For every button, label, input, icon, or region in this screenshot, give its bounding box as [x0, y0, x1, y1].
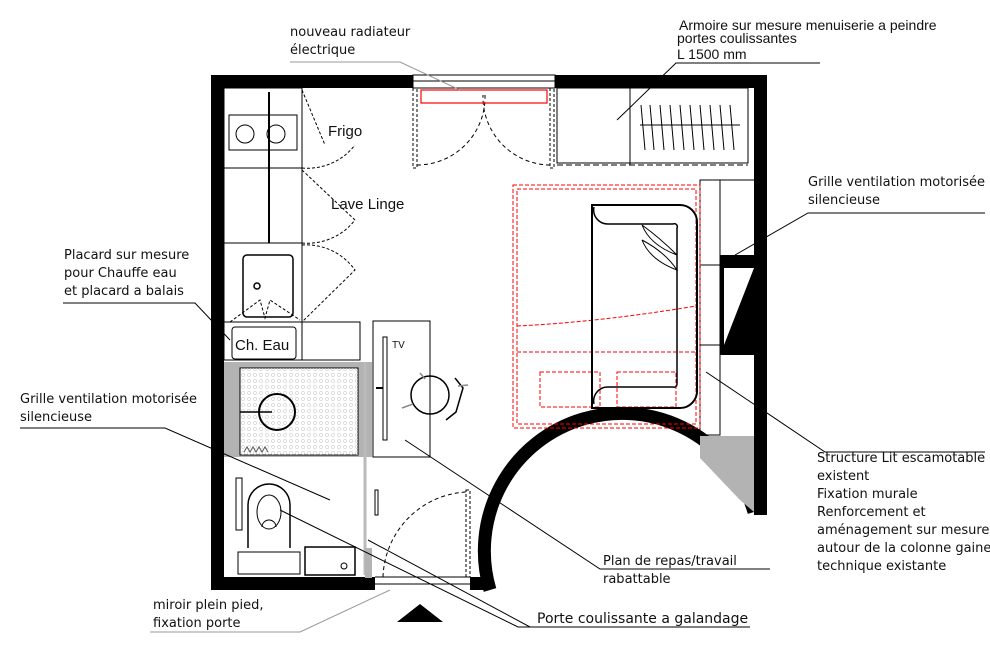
svg-text:Renforcement et: Renforcement et: [817, 505, 926, 520]
annotation-bed: Structure Lit escamotable existent Fixat…: [817, 451, 990, 574]
svg-text:Armoire sur mesure menuiserie: Armoire sur mesure menuiserie a peindre: [679, 17, 937, 33]
svg-text:silencieuse: silencieuse: [808, 193, 880, 208]
svg-text:électrique: électrique: [290, 43, 355, 58]
annotation-table: Plan de repas/travail rabattable: [603, 554, 737, 587]
kitchen-units: [223, 87, 361, 361]
annotation-mirror: miroir plein pied, fixation porte: [153, 598, 263, 631]
tv-label: TV: [392, 340, 405, 351]
ch-eau-label: Ch. Eau: [235, 337, 289, 354]
svg-text:Grille ventilation motorisée: Grille ventilation motorisée: [808, 175, 985, 190]
frigo-label: Frigo: [328, 123, 362, 140]
svg-text:Fixation murale: Fixation murale: [817, 487, 918, 502]
annotation-wardrobe: Armoire sur mesure menuiserie a peindre …: [677, 17, 937, 62]
wardrobe: [556, 87, 749, 166]
svg-text:Plan de repas/travail: Plan de repas/travail: [603, 554, 737, 569]
chair: [401, 372, 469, 421]
svg-text:L 1500 mm: L 1500 mm: [677, 46, 747, 62]
sofa: [591, 204, 699, 410]
svg-text:existent: existent: [817, 469, 869, 484]
leader-lines: [20, 61, 985, 633]
svg-text:et placard a balais: et placard a balais: [64, 284, 184, 299]
entrance-arrow-icon: [397, 604, 443, 622]
svg-text:fixation porte: fixation porte: [153, 616, 241, 631]
svg-text:rabattable: rabattable: [603, 572, 671, 587]
annotation-vent-left: Grille ventilation motorisée silencieuse: [20, 392, 197, 425]
svg-text:Grille ventilation motorisée: Grille ventilation motorisée: [20, 392, 197, 407]
window: [412, 74, 556, 169]
annotation-radiator: nouveau radiateur électrique: [290, 25, 411, 58]
annotation-door: Porte coulissante a galandage: [537, 611, 748, 627]
bathroom: [224, 362, 372, 578]
tv-desk: [372, 320, 431, 458]
radiator: [420, 89, 548, 104]
svg-text:aménagement sur mesure: aménagement sur mesure: [817, 523, 989, 538]
lave-linge-label: Lave Linge: [331, 196, 404, 213]
svg-text:technique existante: technique existante: [817, 559, 946, 574]
technical-column: [699, 179, 760, 436]
annotation-placard: Placard sur mesure pour Chauffe eau et p…: [64, 248, 189, 299]
walls: [211, 75, 767, 590]
annotation-vent-right: Grille ventilation motorisée silencieuse: [808, 175, 985, 208]
grey-fill-corner: [700, 436, 754, 512]
svg-text:miroir plein pied,: miroir plein pied,: [153, 598, 263, 613]
fold-bed: [512, 184, 701, 429]
entry-door: [374, 489, 471, 585]
svg-text:nouveau radiateur: nouveau radiateur: [290, 25, 411, 40]
svg-text:Structure Lit escamotable: Structure Lit escamotable: [817, 451, 985, 466]
svg-text:autour de la colonne gaine: autour de la colonne gaine: [817, 541, 990, 556]
svg-text:silencieuse: silencieuse: [20, 410, 92, 425]
svg-text:Placard sur mesure: Placard sur mesure: [64, 248, 189, 263]
svg-text:pour Chauffe eau: pour Chauffe eau: [64, 266, 177, 281]
svg-text:portes coulissantes: portes coulissantes: [677, 30, 797, 46]
